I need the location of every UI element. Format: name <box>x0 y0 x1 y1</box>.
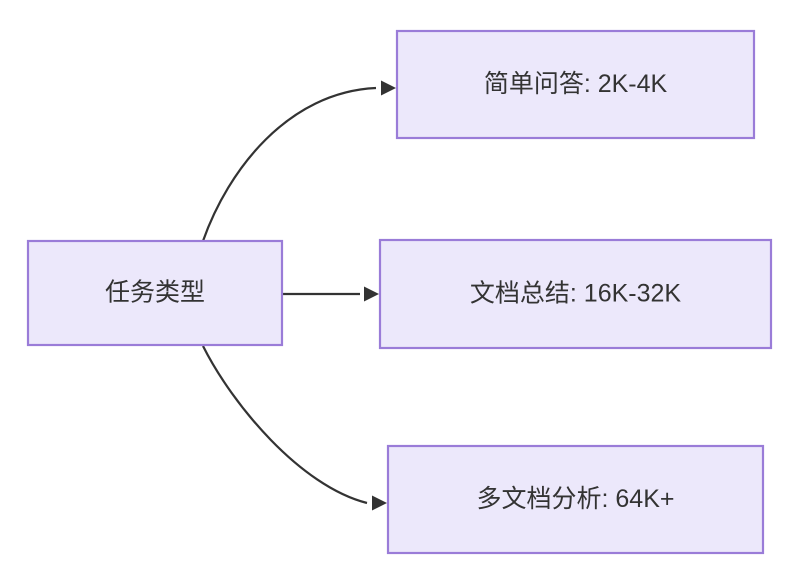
node-root-box[interactable] <box>26 239 284 347</box>
node-root[interactable]: 任务类型 <box>26 239 284 347</box>
node-doc-summary[interactable]: 文档总结: 16K-32K <box>378 238 773 350</box>
node-root-label: 任务类型 <box>105 279 205 307</box>
node-simple-qa-box[interactable] <box>395 29 756 140</box>
node-layer: 任务类型 简单问答: 2K-4K 文档总结: 16K-32K 多文档分析: 64… <box>26 29 773 555</box>
node-multi-doc-analysis[interactable]: 多文档分析: 64K+ <box>386 444 765 555</box>
node-simple-qa[interactable]: 简单问答: 2K-4K <box>395 29 756 140</box>
node-doc-summary-box[interactable] <box>378 238 773 350</box>
arrowhead-multi-doc-analysis <box>372 495 387 511</box>
arrowhead-simple-qa <box>381 80 396 96</box>
node-multi-doc-analysis-label: 多文档分析: 64K+ <box>477 485 675 513</box>
node-multi-doc-analysis-box[interactable] <box>386 444 765 555</box>
arrowhead-doc-summary <box>364 286 379 302</box>
edge-layer <box>201 80 396 511</box>
node-simple-qa-label: 简单问答: 2K-4K <box>484 70 668 98</box>
edge-root-to-multi-doc-analysis <box>202 345 368 505</box>
edge-root-to-simple-qa <box>201 86 377 242</box>
node-doc-summary-label: 文档总结: 16K-32K <box>470 280 682 308</box>
